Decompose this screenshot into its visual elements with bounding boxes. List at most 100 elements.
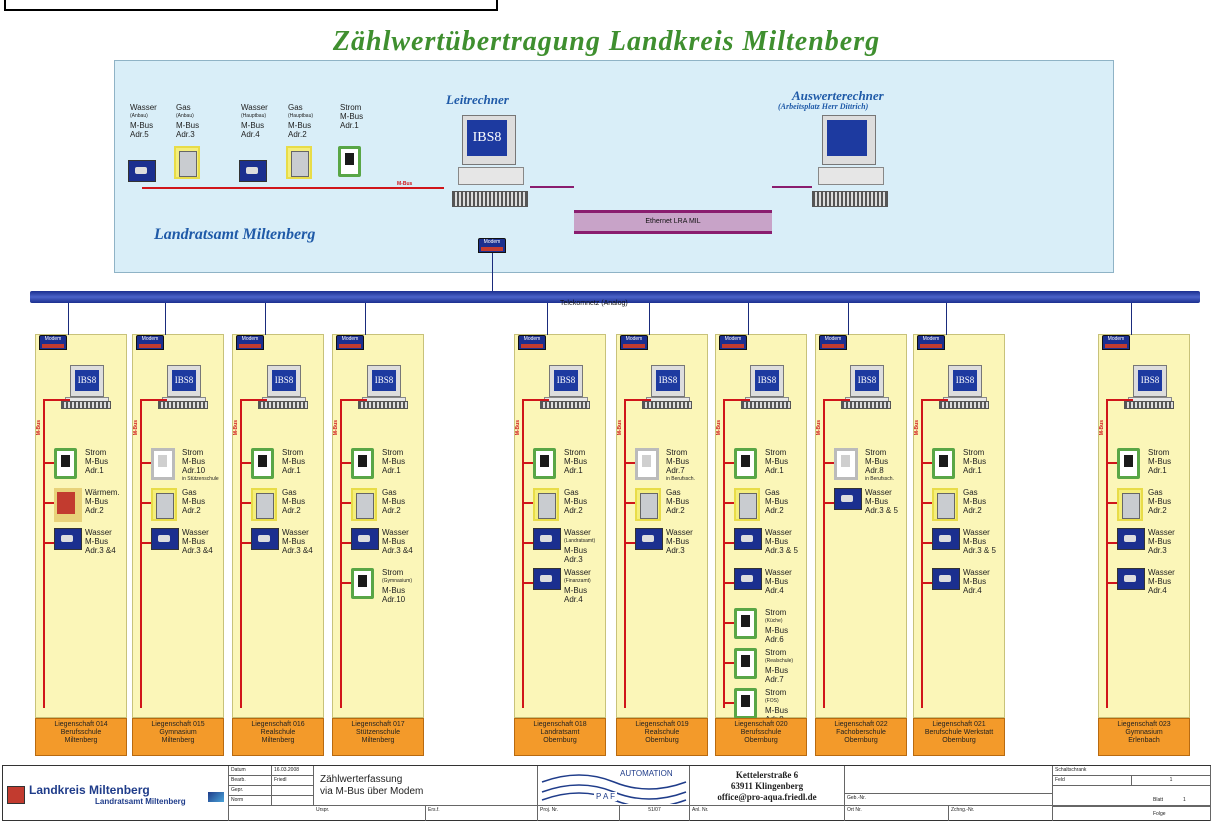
meter-line: M-Bus	[963, 497, 987, 506]
mbus-vertical-line	[240, 399, 242, 708]
mbus-top-line	[241, 399, 267, 401]
meter-branch-line	[625, 462, 637, 464]
address-line-1: Kettelerstraße 6	[735, 770, 799, 780]
site-footer-line: Obernburg	[942, 737, 976, 744]
meter-line: Adr.2	[963, 506, 982, 515]
modem-base	[920, 344, 942, 348]
mbus-vertical-line	[140, 399, 142, 708]
strom-meter-icon	[338, 146, 361, 177]
meter-line: Strom	[765, 648, 787, 657]
mbus-vertical-line	[43, 399, 45, 708]
meter-branch-line	[241, 502, 253, 504]
meter-line: Adr.2	[666, 506, 685, 515]
wasser-meter-icon	[932, 528, 960, 550]
mbus-top-line	[824, 399, 850, 401]
mbus-vertical-line	[723, 399, 725, 708]
gas-meter-icon	[1117, 488, 1143, 521]
meter-line: M-Bus	[765, 457, 789, 466]
mbus-vertical-line	[522, 399, 524, 708]
meter-branch-line	[523, 502, 535, 504]
site-footer-line: Liegenschaft 020	[734, 721, 788, 728]
blatt-value: 1	[1183, 797, 1186, 803]
wasser-meter-icon	[1117, 528, 1145, 550]
title-block: Landkreis Miltenberg Landratsamt Miltenb…	[2, 765, 1211, 821]
org-cell: Landkreis Miltenberg Landratsamt Miltenb…	[3, 766, 229, 821]
meter-line: Adr.8	[865, 466, 884, 475]
org-logo-icon	[208, 792, 224, 802]
site-bus-link	[165, 303, 166, 335]
meter-line: Adr.4	[241, 130, 260, 139]
meter-line: Gas	[666, 488, 681, 497]
keyboard-icon	[358, 401, 408, 409]
site-footer-line: Gymnasium	[159, 729, 197, 736]
meter-line: Adr.5	[130, 130, 149, 139]
meter-sub: (Hauptbau)	[241, 113, 267, 119]
pc-screen: IBS8	[75, 370, 99, 391]
meter-branch-line	[341, 462, 353, 464]
wasser-meter-icon	[1117, 568, 1145, 590]
site-modem: Modem	[719, 335, 747, 350]
meter-branch-line	[724, 582, 736, 584]
meter-line: Adr.2	[564, 506, 583, 515]
pc-screen-blank	[827, 120, 867, 156]
pc-screen: IBS8	[1138, 370, 1162, 391]
pc-screen: IBS8	[467, 120, 507, 156]
zchng-label: Zchng.-Nr.	[949, 806, 1053, 821]
meter-line: M-Bus	[765, 577, 789, 586]
meter-line: M-Bus	[564, 586, 588, 595]
meter-line: Wasser	[282, 528, 309, 537]
site-footer-line: Berufschule Werkstatt	[924, 729, 994, 736]
site-bus-link	[748, 303, 749, 335]
modem-base	[722, 344, 744, 348]
org-name: Landkreis Miltenberg	[29, 783, 150, 797]
hq-mbus-label: M-Bus	[397, 181, 413, 187]
meter-line: Adr.1	[765, 466, 784, 475]
mbus-vertical-line	[823, 399, 825, 708]
meter-line: Adr.10	[382, 595, 406, 604]
meter-branch-line	[922, 462, 934, 464]
wasser-meter-icon	[533, 528, 561, 550]
meter-branch-line	[922, 582, 934, 584]
meter-line: M-Bus	[182, 497, 206, 506]
meter-line: M-Bus	[382, 457, 406, 466]
mbus-vertical-label: M-Bus	[617, 420, 623, 436]
meter-branch-line	[341, 542, 353, 544]
meter-line: M-Bus	[865, 457, 889, 466]
meter-line: Gas	[765, 488, 780, 497]
keyboard-icon	[452, 191, 528, 207]
meter-line: Wasser	[765, 568, 792, 577]
telekom-bus	[30, 291, 1200, 303]
meter-line: Strom	[963, 448, 985, 457]
meter-branch-line	[724, 622, 736, 624]
meter-line: M-Bus	[963, 457, 987, 466]
strom-grey-meter-icon	[635, 448, 659, 480]
meter-line: Wasser	[865, 488, 892, 497]
site-footer-line: Realschule	[644, 729, 680, 736]
meter-line: M-Bus	[666, 537, 690, 546]
modem-base	[521, 344, 543, 348]
meter-line: M-Bus	[182, 457, 206, 466]
site-modem: Modem	[1102, 335, 1130, 350]
meter-line: M-Bus	[765, 626, 789, 635]
company-top: AUTOMATION	[618, 769, 675, 778]
meter-branch-line	[341, 582, 353, 584]
meter-line: M-Bus	[241, 121, 265, 130]
meter-line: M-Bus	[564, 457, 588, 466]
meter-branch-line	[141, 502, 153, 504]
gas-meter-icon	[151, 488, 177, 521]
meter-line: Adr.6	[765, 635, 784, 644]
meter-line: (Landratsamt)	[564, 538, 596, 544]
meter-line: Strom	[182, 448, 204, 457]
blank-cell	[845, 766, 1053, 794]
pc-screen: IBS8	[272, 370, 296, 391]
